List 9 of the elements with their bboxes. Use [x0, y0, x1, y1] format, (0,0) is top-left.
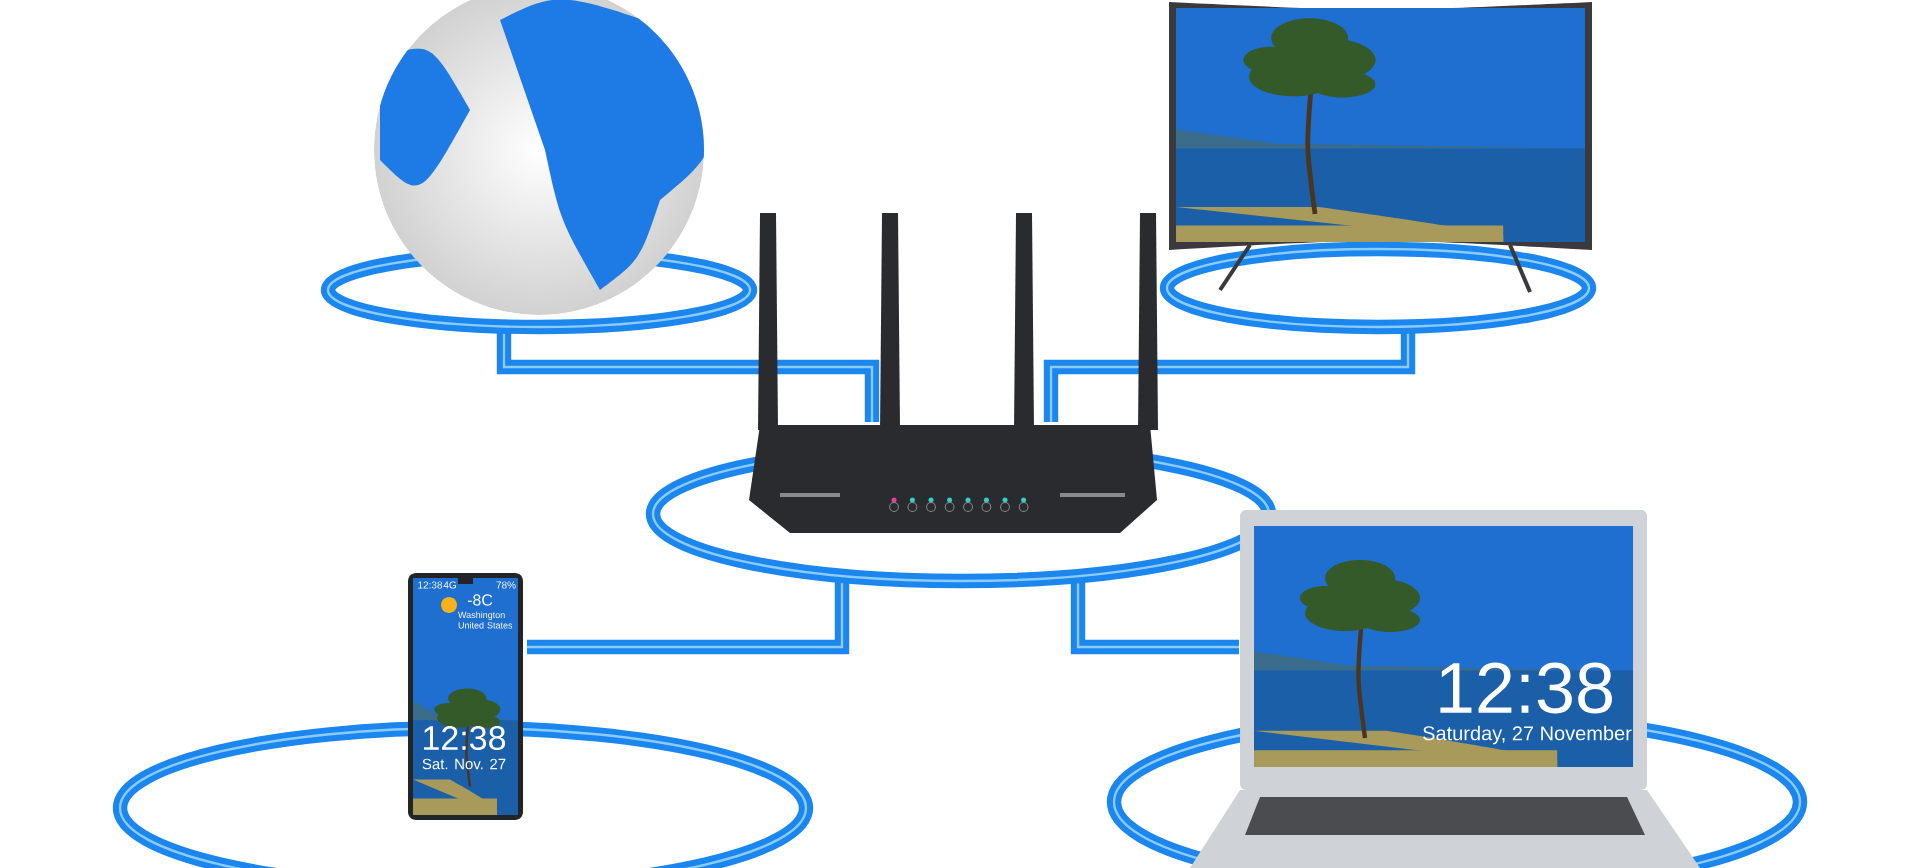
screen-text: 12:38	[1440, 662, 1612, 714]
screen-text: 78%	[496, 581, 516, 589]
screen-text: 4G	[443, 581, 456, 589]
screen-text: Washington United States	[458, 611, 513, 629]
connector-line	[527, 581, 850, 655]
screen-text: 12:38	[418, 581, 443, 589]
connector-line	[1070, 581, 1239, 655]
screen-text: -8C	[467, 594, 493, 606]
screen-text: Saturday, 27 November	[1423, 725, 1632, 745]
